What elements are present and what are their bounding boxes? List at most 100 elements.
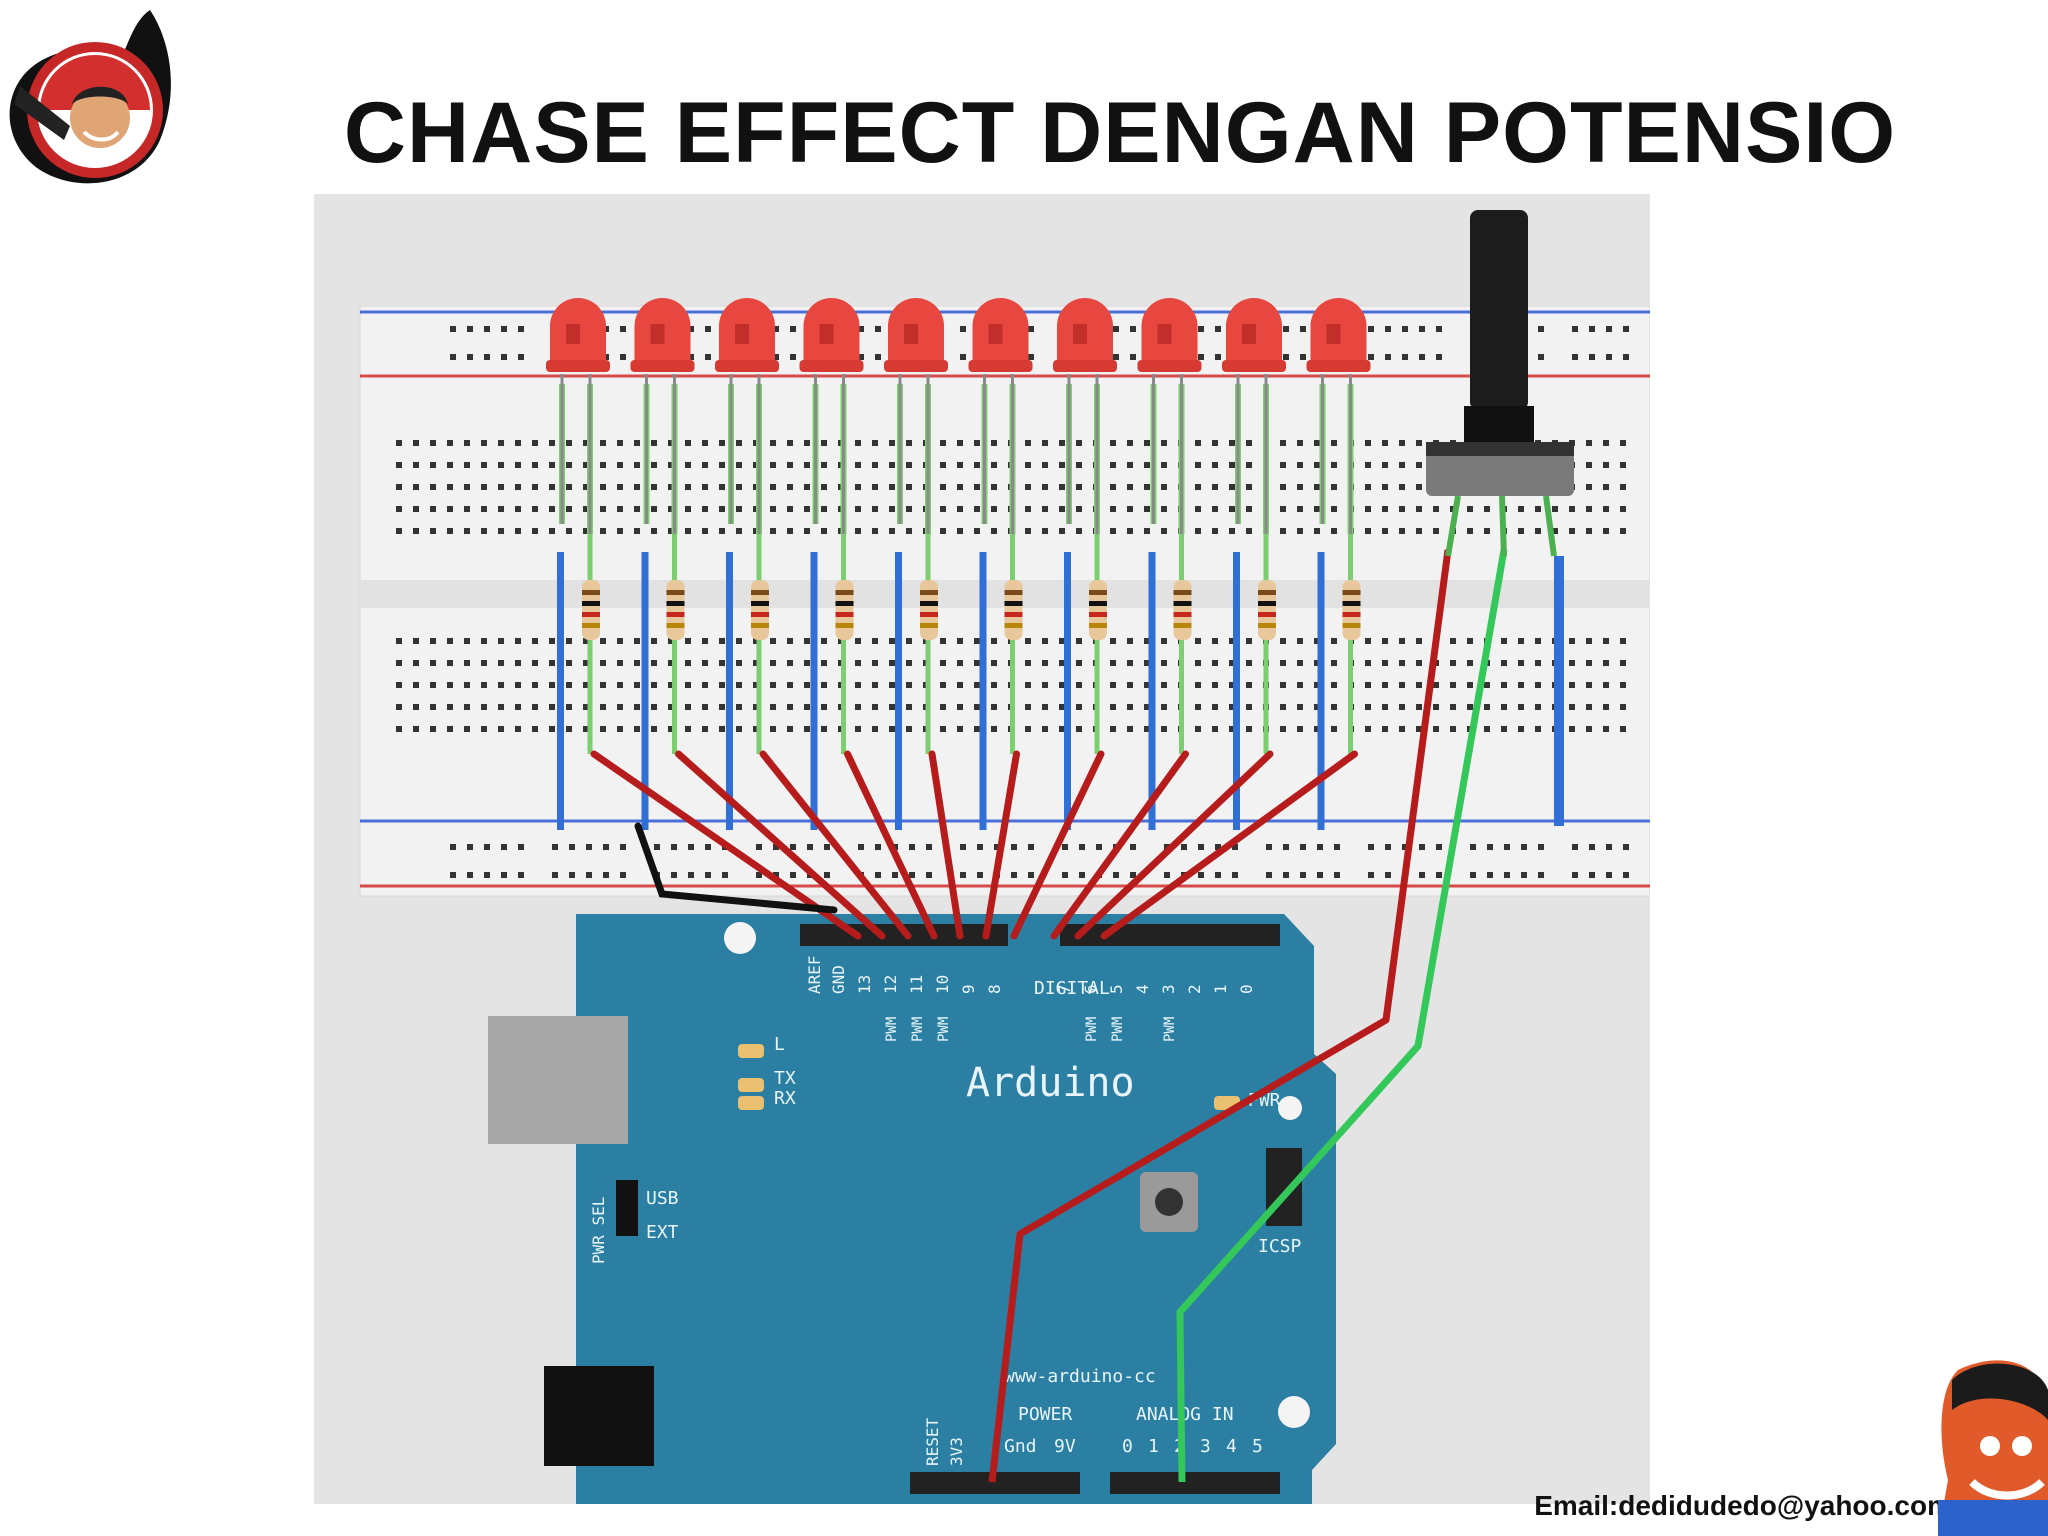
ground-jumper	[895, 552, 902, 830]
digital-pin-label: 7	[1055, 984, 1074, 994]
signal-wire	[1074, 750, 1274, 940]
ground-jumper	[726, 552, 733, 830]
resistor-band	[1004, 623, 1023, 628]
ground-jumper	[641, 552, 649, 830]
signal-wire	[1010, 750, 1105, 940]
resistor-band	[666, 612, 685, 617]
resistor	[835, 580, 854, 640]
digital-pin-label: 3	[1159, 984, 1178, 994]
page-title: CHASE EFFECT DENGAN POTENSIO	[343, 85, 1897, 181]
arduino-logo-text: Arduino	[966, 1060, 1135, 1106]
led-die	[988, 324, 1003, 344]
led-rim	[1053, 360, 1117, 372]
led-rim	[546, 360, 610, 372]
digital-pin-label: 13	[855, 975, 874, 994]
resistor-band	[751, 623, 769, 628]
avatar	[1938, 1360, 2048, 1536]
resistor-band	[835, 612, 854, 617]
pot-power-wire	[988, 549, 1452, 1483]
analog-pin-label: 5	[1252, 1436, 1263, 1457]
resistor	[1258, 580, 1276, 640]
url-label: www-arduino-cc	[1004, 1366, 1156, 1387]
led-die	[566, 324, 580, 344]
led-signal-wires	[590, 750, 1358, 940]
resistor	[1004, 580, 1023, 640]
resistor-band	[1258, 612, 1276, 617]
analog-pin-label: 0	[1122, 1436, 1133, 1457]
resistor-band	[582, 623, 600, 628]
led-rim	[1137, 360, 1202, 372]
resistor-band	[920, 590, 938, 595]
digital-pin-label: AREF	[805, 955, 824, 994]
signal-wire	[982, 750, 1020, 940]
pwm-label: PWM	[1162, 1017, 1178, 1042]
tx-label: TX	[774, 1068, 796, 1089]
usb-label: USB	[646, 1188, 679, 1209]
v33-label: 3V3	[947, 1437, 966, 1466]
signal-wire	[844, 750, 938, 940]
potentiometer[interactable]	[1426, 210, 1574, 826]
led-die	[1157, 324, 1172, 344]
resistor-band	[1089, 612, 1107, 617]
resistor-band	[751, 612, 769, 617]
analog-pin-label: 3	[1200, 1436, 1211, 1457]
ground-jumper	[979, 552, 987, 830]
leds	[546, 298, 1371, 534]
resistor-band	[582, 590, 600, 595]
gnd-power-label: Gnd	[1004, 1436, 1037, 1457]
digital-pin-label: 2	[1185, 984, 1204, 994]
analog-pin-label: 4	[1226, 1436, 1237, 1457]
led-rim	[968, 360, 1033, 372]
pwm-label: PWM	[884, 1017, 900, 1042]
led-rim	[884, 360, 948, 372]
resistor-band	[582, 601, 600, 606]
signal-wire	[928, 750, 964, 940]
resistor-band	[1342, 612, 1361, 617]
resistor-band	[666, 590, 685, 595]
resistor-band	[835, 623, 854, 628]
pwr-sel-label: PWR SEL	[589, 1197, 608, 1264]
resistor-band	[666, 601, 685, 606]
resistor	[751, 580, 769, 640]
l-label: L	[774, 1034, 785, 1055]
resistor	[666, 580, 685, 640]
led-die	[1326, 324, 1341, 344]
analog-label: ANALOG IN	[1136, 1404, 1234, 1425]
resistors	[582, 534, 1361, 754]
resistor	[1173, 580, 1192, 640]
circuit-diagram: Arduino DIGITAL L TX RX PWR ICSP USB EXT…	[314, 194, 1650, 1504]
signal-wire	[675, 750, 886, 940]
resistor-band	[1173, 601, 1192, 606]
pot-signal-wire	[1176, 549, 1508, 1483]
resistor-band	[1342, 623, 1361, 628]
resistor-band	[1004, 590, 1023, 595]
reset-label: RESET	[923, 1417, 942, 1466]
resistor-band	[920, 623, 938, 628]
power-label: POWER	[1018, 1404, 1072, 1425]
resistor-band	[835, 590, 854, 595]
digital-pin-label: 9	[959, 984, 978, 994]
led-die	[735, 324, 749, 344]
usb-connector	[488, 1016, 628, 1144]
resistor-band	[1258, 590, 1276, 595]
resistor-band	[751, 590, 769, 595]
resistor-band	[1089, 601, 1107, 606]
arduino-board: Arduino DIGITAL L TX RX PWR ICSP USB EXT…	[488, 914, 1336, 1504]
resistor-band	[1089, 590, 1107, 595]
digital-pin-label: 1	[1211, 984, 1230, 994]
pwm-label: PWM	[1084, 1017, 1100, 1042]
resistor-band	[1089, 623, 1107, 628]
contact-email: Email:dedidudedo@yahoo.com	[1534, 1490, 1952, 1521]
resistor-band	[582, 612, 600, 617]
resistor-band	[1258, 601, 1276, 606]
digital-pin-label: 4	[1133, 984, 1152, 994]
signal-wire	[1050, 750, 1189, 940]
ground-jumper	[1148, 552, 1156, 830]
resistor-band	[1342, 601, 1361, 606]
resistor-band	[1173, 590, 1192, 595]
ground-jumper	[810, 552, 818, 830]
digital-pin-label: 6	[1081, 984, 1100, 994]
digital-pin-label: GND	[829, 965, 848, 994]
